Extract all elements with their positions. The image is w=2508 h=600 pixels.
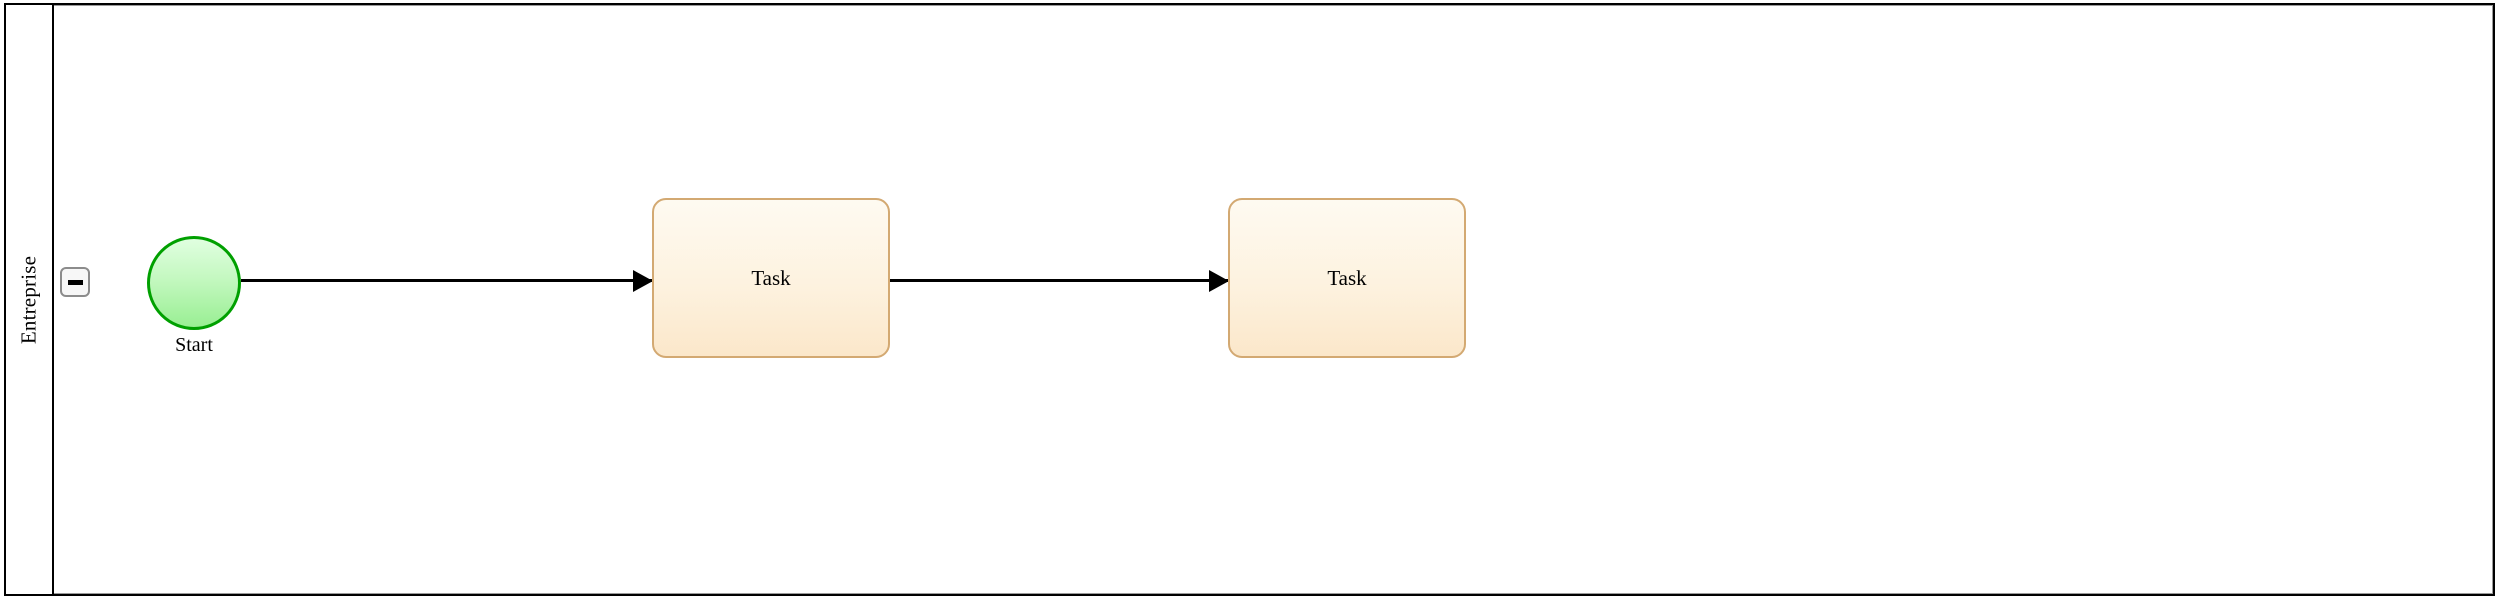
sequence-flow-task-1-to-task-2[interactable] [890,269,1229,292]
arrowhead-icon [1209,269,1229,292]
sequence-flow-start-to-task-1[interactable] [241,269,653,292]
task-label: Task [1327,265,1367,290]
start-event-label: Start [175,334,213,356]
arrowhead-icon [633,269,653,292]
pool-name-label: Entreprise [16,255,41,344]
start-event-node[interactable] [147,236,241,330]
flow-line [241,279,652,282]
task-label: Task [751,265,791,290]
flow-line [890,279,1228,282]
pool-header[interactable]: Entreprise [4,3,54,596]
minus-icon [67,279,83,285]
lane-inner-border [54,5,2493,594]
task-node-2[interactable]: Task [1228,198,1466,358]
pool-collapse-button[interactable] [60,267,90,297]
task-node-1[interactable]: Task [652,198,890,358]
